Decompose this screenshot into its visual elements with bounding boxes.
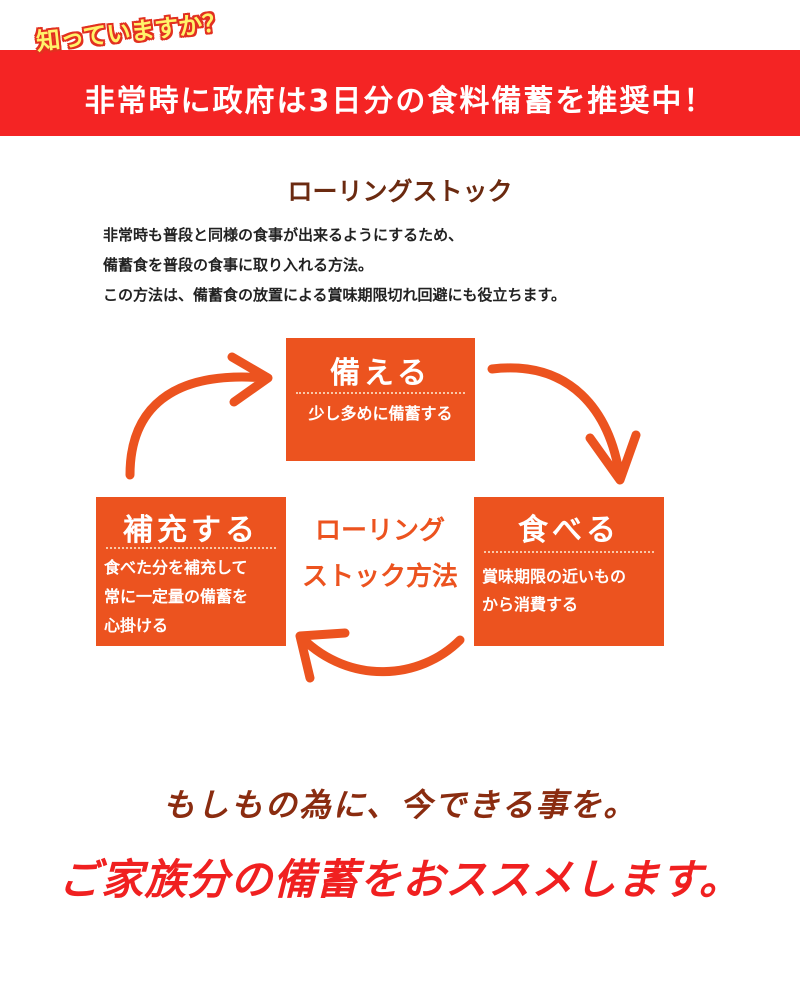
arrow-down-right-icon <box>487 363 641 485</box>
step-text-line: 心掛ける <box>104 616 169 635</box>
description-line: 非常時も普段と同様の食事が出来るようにするため、 <box>103 226 464 244</box>
center-line: ストック方法 <box>301 562 458 592</box>
step-text: 少し多めに備蓄する <box>308 404 453 423</box>
description: 非常時も普段と同様の食事が出来るようにするため、 備蓄食を普段の食事に取り入れる… <box>103 220 566 310</box>
cycle-center-label: ローリング ストック方法 <box>286 508 474 600</box>
footer-line-1: もしもの為に、今できる事を。 <box>162 786 638 824</box>
arrow-left-icon <box>295 628 465 683</box>
step-title: 備える <box>329 356 432 391</box>
description-line: 備蓄食を普段の食事に取り入れる方法。 <box>103 256 374 274</box>
step-title: 食べる <box>518 513 620 548</box>
center-line: ローリング <box>314 516 445 546</box>
banner-text: 非常時に政府は3日分の食料備蓄を推奨中！ <box>84 84 716 119</box>
step-text-line: 常に一定量の備蓄を <box>104 587 249 606</box>
section-title: ローリングストック <box>287 177 513 206</box>
header-banner <box>0 50 800 136</box>
footer-line-2: ご家族分の備蓄をおススメします。 <box>58 855 742 904</box>
divider <box>484 551 654 553</box>
step-prepare: 備える 少し多めに備蓄する <box>286 338 475 461</box>
step-text-line: 賞味期限の近いもの <box>482 567 627 586</box>
step-text: 食べた分を補充して 常に一定量の備蓄を 心掛ける <box>96 549 286 640</box>
divider <box>106 547 276 549</box>
step-eat: 食べる 賞味期限の近いもの から消費する <box>474 497 664 646</box>
divider <box>296 392 465 394</box>
description-line: この方法は、備蓄食の放置による賞味期限切れ回避にも役立ちます。 <box>103 286 567 304</box>
step-text-line: 食べた分を補充して <box>104 558 248 577</box>
step-text-line: から消費する <box>482 595 579 614</box>
step-text: 賞味期限の近いもの から消費する <box>474 553 664 619</box>
step-title: 補充する <box>123 513 259 548</box>
arrow-up-right-icon <box>125 352 273 480</box>
step-replenish: 補充する 食べた分を補充して 常に一定量の備蓄を 心掛ける <box>96 497 286 646</box>
